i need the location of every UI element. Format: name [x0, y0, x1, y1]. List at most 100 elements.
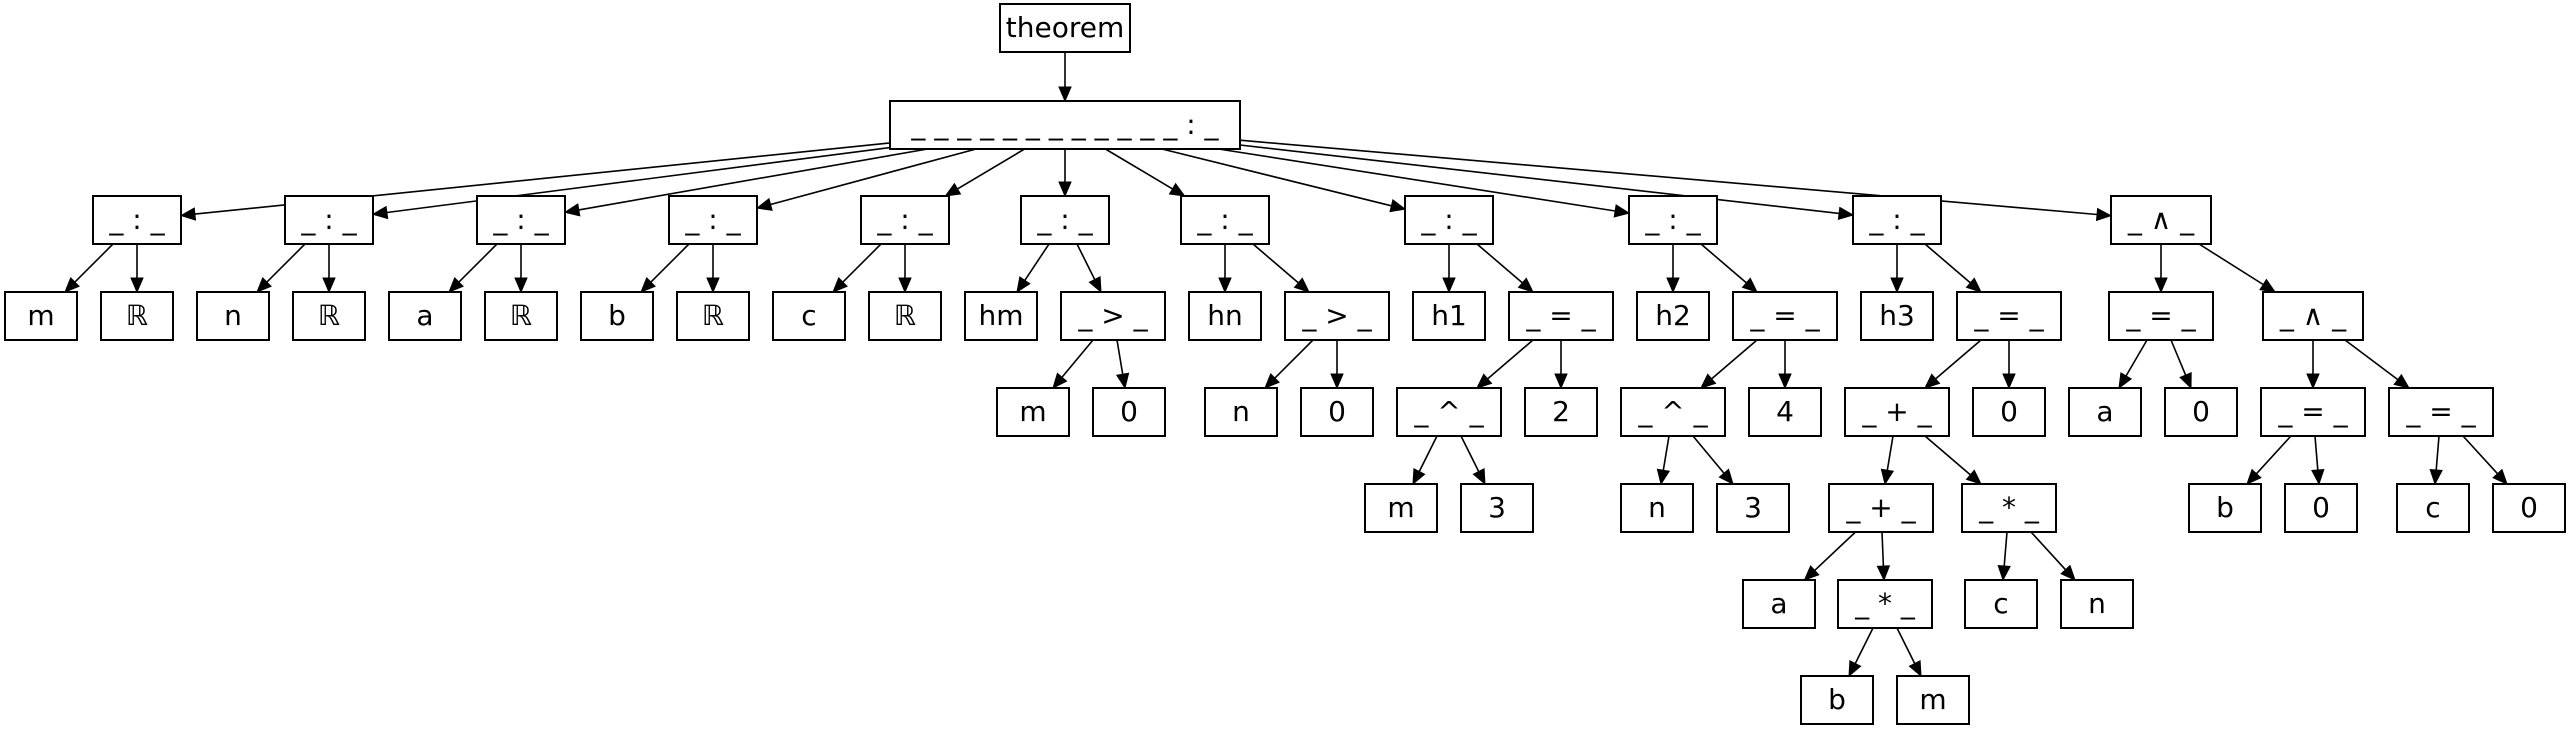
edge-c7-c7gt [1252, 243, 1299, 284]
node-label: _ ^ _ [1413, 395, 1484, 428]
node-box [1956, 291, 2062, 341]
node-box [2060, 579, 2134, 629]
arrowhead-root-c4 [755, 197, 773, 211]
arrowhead-root-c8 [1389, 199, 1407, 213]
edge-c5-c5c [842, 243, 882, 283]
node-box [1020, 195, 1110, 245]
arrowhead-root-c6 [1058, 181, 1072, 198]
arrowhead-c10mul-c10c [1997, 565, 2011, 582]
arrowhead-root-c2 [371, 205, 389, 220]
node-box [2110, 195, 2212, 245]
node-box [4, 291, 78, 341]
node-box [2260, 387, 2366, 437]
node-c9eq: _ = _ [1732, 291, 1838, 341]
node-label: ℝ [318, 299, 340, 332]
edge-c6gt-c6gtm [1061, 339, 1094, 378]
node-c8three: 3 [1460, 483, 1534, 533]
node-box [1364, 483, 1438, 533]
tree-nodes: theorem_ _ _ _ _ _ _ _ _ _ _ _ : __ : _m… [4, 3, 2566, 725]
node-c1r: ℝ [100, 291, 174, 341]
node-label: _ = _ [2277, 395, 2348, 428]
node-c8two: 2 [1524, 387, 1598, 437]
node-label: 0 [2312, 491, 2330, 524]
node-c10eq: _ = _ [1956, 291, 2062, 341]
node-box [1852, 195, 1942, 245]
edge-c9-c9eq [1700, 243, 1747, 284]
node-box [100, 291, 174, 341]
node-label: _ = _ [1525, 299, 1596, 332]
node-c5: _ : _ [860, 195, 950, 245]
node-c9four: 4 [1748, 387, 1822, 437]
arrowhead-c6-c6hm [1016, 276, 1031, 294]
node-box [1620, 387, 1726, 437]
edge-c10plus-c10plus2 [1886, 435, 1894, 471]
node-c11zero3: 0 [2492, 483, 2566, 533]
node-c11eq3: _ = _ [2388, 387, 2494, 437]
arrowhead-c10mul-c10n [2060, 564, 2076, 581]
node-label: _ : _ [108, 203, 165, 236]
node-box [2164, 387, 2238, 437]
node-label: _ : _ [492, 203, 549, 236]
node-label: m [27, 299, 54, 332]
node-label: _ = _ [1973, 299, 2044, 332]
node-box [2284, 483, 2358, 533]
node-label: 0 [2520, 491, 2538, 524]
node-label: c [2425, 491, 2440, 524]
node-c2: _ : _ [284, 195, 374, 245]
edge-c6-c6hm [1024, 243, 1050, 281]
arrowhead-c4-c4r [706, 277, 720, 294]
arrowhead-c8eq-c8pow [1476, 373, 1493, 389]
node-label: _ : _ [300, 203, 357, 236]
node-box [1896, 675, 1970, 725]
edge-c8pow-c8m [1418, 435, 1438, 472]
node-c5r: ℝ [868, 291, 942, 341]
edge-root-c7 [1104, 148, 1173, 190]
arrowhead-c10plus2-c10mul2 [1876, 565, 1891, 582]
node-box [1412, 291, 1486, 341]
arrowhead-c10plus-c10plus2 [1880, 468, 1895, 486]
arrowhead-c3-c3r [514, 277, 528, 294]
node-box [1284, 291, 1390, 341]
node-label: _ > _ [1301, 299, 1372, 332]
edge-c9eq-c9pow [1711, 339, 1758, 380]
node-box [196, 291, 270, 341]
node-label: _ = _ [2405, 395, 2476, 428]
node-c2r: ℝ [292, 291, 366, 341]
arrowhead-c6gt-c6gtm [1052, 372, 1068, 389]
edge-c11eq2-c11b [2255, 435, 2292, 475]
node-box [1964, 579, 2038, 629]
arrowhead-c9pow-c9n [1656, 468, 1671, 486]
arrowhead-c11and-c11eq3 [2393, 373, 2411, 389]
node-label: _ : _ [876, 203, 933, 236]
node-c11eq: _ = _ [2108, 291, 2214, 341]
arrowhead-c11-c11and [2259, 278, 2277, 293]
node-box [1860, 291, 1934, 341]
node-box [1628, 195, 1718, 245]
node-c1: _ : _ [92, 195, 182, 245]
edge-root-c2 [386, 146, 891, 214]
node-label: _ ∧ _ [2279, 299, 2347, 332]
edge-c10mul2-c10m [1896, 627, 1916, 664]
arrowhead-c10-c10h [1890, 277, 1904, 294]
node-box [2492, 483, 2566, 533]
node-c7gt: _ > _ [1284, 291, 1390, 341]
node-box [1188, 291, 1262, 341]
edge-c10plus2-c10a [1814, 531, 1857, 571]
arrowhead-c11and-c11eq2 [2306, 373, 2320, 390]
node-c9three: 3 [1716, 483, 1790, 533]
arrowhead-c6gt-c6gt0 [1115, 372, 1130, 390]
node-label: ℝ [894, 299, 916, 332]
node-label: _ + _ [1861, 395, 1932, 428]
node-c10: _ : _ [1852, 195, 1942, 245]
edge-root-c10 [1239, 144, 1840, 215]
node-box [860, 195, 950, 245]
node-c7hn: hn [1188, 291, 1262, 341]
edge-c10mul-c10c [2003, 531, 2008, 567]
node-box [772, 291, 846, 341]
node-label: h1 [1431, 299, 1467, 332]
node-label: ℝ [510, 299, 532, 332]
node-box [476, 195, 566, 245]
edge-c10eq-c10plus [1935, 339, 1982, 380]
node-c11eq2: _ = _ [2260, 387, 2366, 437]
node-label: n [2088, 587, 2106, 620]
